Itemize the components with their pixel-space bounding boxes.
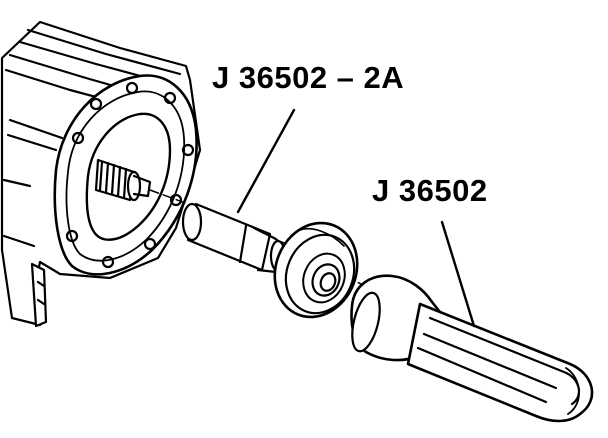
driver-handle-tool — [350, 274, 594, 423]
oil-seal — [273, 221, 359, 319]
output-shaft — [94, 158, 152, 202]
handle-tool-label: J 36502 — [372, 173, 488, 208]
sleeve-installer-tool — [181, 202, 287, 274]
leader-line-handle-tool — [440, 220, 476, 328]
sleeve-tool-label: J 36502 – 2A — [212, 60, 405, 95]
leader-line-sleeve-tool — [236, 108, 296, 214]
